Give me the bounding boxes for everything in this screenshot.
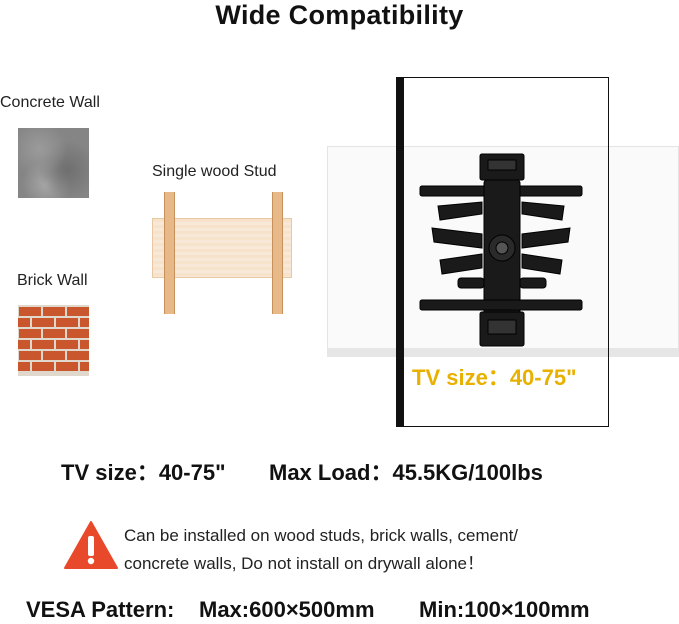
concrete-wall-swatch (18, 128, 89, 198)
warning-note: Can be installed on wood studs, brick wa… (124, 522, 518, 578)
max-load-label: Max Load： (269, 460, 393, 485)
vesa-label: VESA Pattern: (26, 597, 175, 622)
wood-board (152, 218, 292, 278)
tv-size-spec-label: TV size： (61, 460, 159, 485)
concrete-wall-label: Concrete Wall (0, 94, 100, 111)
brick-wall-label: Brick Wall (17, 272, 88, 289)
tv-side-edge (396, 77, 404, 427)
wood-stud-left (164, 192, 175, 314)
wall-floor-shadow (327, 348, 679, 357)
vesa-min: Min:100×100mm (419, 597, 590, 622)
tv-size-spec-value: 40-75" (158, 460, 226, 485)
max-load-spec: Max Load：45.5KG/100lbs (269, 455, 543, 487)
warning-line-2: concrete walls, Do not install on drywal… (124, 554, 485, 573)
vesa-max: Max:600×500mm (199, 597, 375, 622)
warning-icon (64, 521, 118, 569)
wood-stud-illustration (152, 192, 292, 314)
page-title: Wide Compatibility (215, 0, 464, 30)
tv-size-overlay: TV size：40-75" (412, 360, 577, 392)
wood-stud-label: Single wood Stud (152, 163, 277, 180)
wood-stud-right (272, 192, 283, 314)
tv-size-overlay-label: TV size： (412, 365, 510, 390)
brick-wall-swatch (18, 305, 89, 376)
tv-mount-icon (419, 153, 583, 347)
max-load-value: 45.5KG/100lbs (392, 460, 543, 485)
tv-size-spec: TV size：40-75" (61, 455, 226, 487)
tv-size-overlay-range: 40-75" (509, 365, 577, 390)
warning-line-1: Can be installed on wood studs, brick wa… (124, 526, 519, 545)
